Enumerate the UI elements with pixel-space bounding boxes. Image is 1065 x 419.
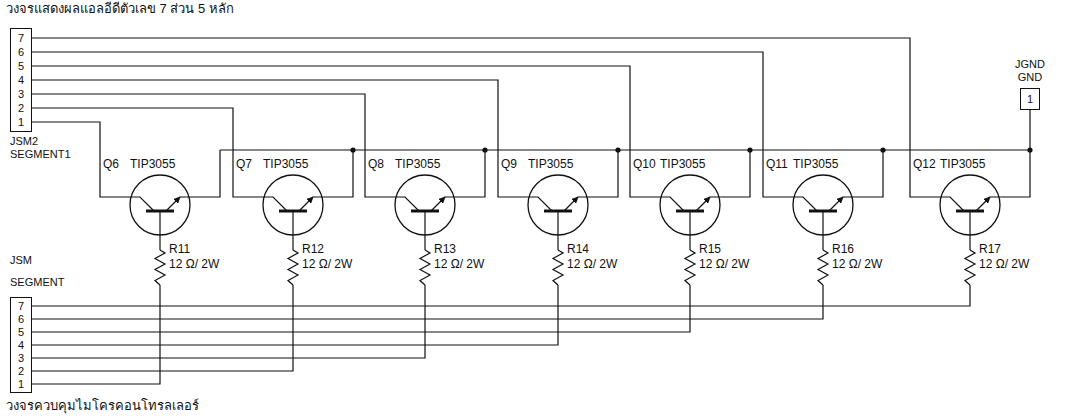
part-name: R16 [832,243,854,257]
emitter-wire [180,150,220,197]
emitter-arrow [431,197,445,211]
part-value: 12 Ω/ 2W [832,258,882,272]
part-name: Q6 [103,158,119,172]
pin-number: 6 [11,312,31,326]
connector-name: JSM2 SEGMENT1 [10,135,71,161]
base-wire [159,211,160,250]
collector-wire [32,52,817,211]
resistor-symbol [965,250,975,285]
part-name: R12 [302,243,324,257]
part-name: Q11 [766,158,788,172]
pin-number: 2 [11,364,31,378]
part-name: R13 [434,243,456,257]
emitter-arrow [976,197,990,211]
part-value: 12 Ω/ 2W [699,258,749,272]
part-name: Q12 [913,158,936,172]
part-name: R11 [169,243,190,257]
emitter-arrow [696,197,710,211]
base-wire [969,211,970,250]
pin-number: 5 [11,59,31,73]
part-name: Q7 [236,158,252,172]
emitter-arrow [564,197,578,211]
connector-box: 7654321JSM2 SEGMENT1 [10,28,32,132]
emitter-wire [313,150,353,197]
part-value: TIP3055 [395,158,440,172]
resistor-wire [32,285,160,384]
resistor-symbol [420,250,430,285]
resistor-symbol [155,250,165,285]
base-wire [292,211,293,250]
connector-box: JSM SEGMENT7654321 [10,297,32,393]
pin-number: 4 [11,338,31,352]
resistor-symbol [818,250,828,285]
pin-number: 3 [11,351,31,365]
circuit-title: วงจรแสดงผลแอลอีดีตัวเลข 7 ส่วน 5 หลัก [6,2,234,17]
resistor-wire [32,285,690,332]
base-wire [424,211,425,250]
connector-name: JGND GND [1015,58,1045,84]
connector-name: JSM SEGMENT [10,249,64,293]
emitter-wire [710,150,750,197]
part-name: Q9 [501,158,517,172]
pin-number: 1 [11,377,31,391]
emitter-arrow [299,197,313,211]
resistor-symbol [288,250,298,285]
resistor-wire [32,285,823,319]
base-wire [689,211,690,250]
resistor-wire [32,285,425,358]
pin-number: 2 [11,101,31,115]
collector-wire [32,80,552,211]
part-value: 12 Ω/ 2W [567,258,617,272]
base-wire [822,211,823,250]
part-value: TIP3055 [130,158,175,172]
resistor-symbol [553,250,563,285]
emitter-wire [578,150,618,197]
resistor-symbol [685,250,695,285]
pin-number: 5 [11,325,31,339]
pin-number: 1 [1021,92,1039,106]
part-value: TIP3055 [940,158,985,172]
part-name: Q8 [368,158,384,172]
pin-number: 4 [11,73,31,87]
part-value: 12 Ω/ 2W [169,258,219,272]
resistor-wire [32,285,558,345]
pin-number: 7 [11,31,31,45]
part-value: 12 Ω/ 2W [979,258,1029,272]
part-name: R14 [567,243,589,257]
part-name: Q10 [633,158,656,172]
collector-wire [32,94,419,211]
part-name: R15 [699,243,721,257]
part-value: TIP3055 [263,158,308,172]
part-value: TIP3055 [660,158,705,172]
emitter-wire [843,150,883,197]
part-name: R17 [979,243,1001,257]
part-value: 12 Ω/ 2W [434,258,484,272]
part-value: TIP3055 [793,158,838,172]
pin-number: 1 [11,115,31,129]
emitter-wire [990,150,1030,197]
emitter-arrow [829,197,843,211]
circuit-title: วงจรควบคุมไมโครคอนโทรลเลอร์ [6,399,199,414]
part-value: TIP3055 [528,158,573,172]
pin-number: 3 [11,87,31,101]
base-wire [557,211,558,250]
resistor-wire [32,285,970,306]
emitter-wire [445,150,485,197]
pin-number: 7 [11,299,31,313]
ground-terminal-box: JGND GND1 [1020,88,1040,110]
collector-wire [32,66,684,211]
ground-bus [220,110,1030,150]
pin-number: 6 [11,45,31,59]
collector-wire [32,38,964,211]
emitter-arrow [166,197,180,211]
part-value: 12 Ω/ 2W [302,258,352,272]
